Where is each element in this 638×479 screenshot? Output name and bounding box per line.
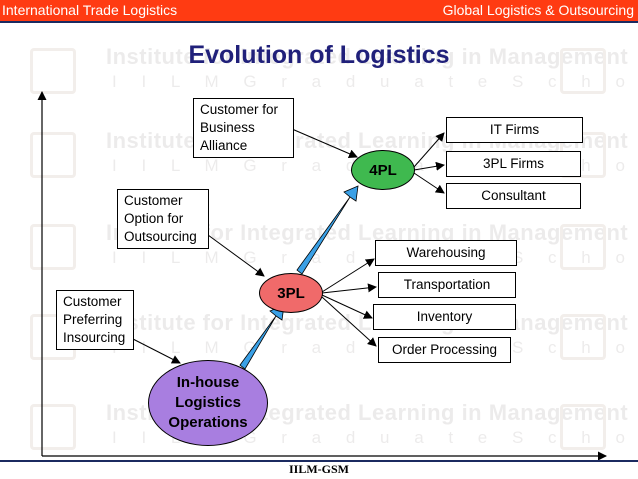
- driver-text-line: Customer: [63, 294, 122, 309]
- stage-inhouse-line: Logistics: [175, 394, 241, 411]
- progression-arrow: [239, 304, 285, 370]
- service-transportation-box: Transportation: [378, 272, 516, 298]
- service-label: Inventory: [416, 309, 473, 324]
- service-label: Order Processing: [391, 342, 498, 357]
- connector-3pl-service: [321, 258, 375, 293]
- header-left-title: International Trade Logistics: [2, 2, 178, 18]
- connector-4pl-service: [413, 172, 445, 194]
- driver-text-line: Customer for: [200, 102, 279, 117]
- service-label: Warehousing: [406, 245, 486, 260]
- slide-title: Evolution of Logistics: [188, 41, 450, 69]
- service-it-firms-box: IT Firms: [446, 117, 583, 143]
- driver-text-line: Preferring: [63, 312, 123, 327]
- stage-4pl-label: 4PL: [369, 161, 397, 179]
- driver-insourcing-box: Customer Preferring Insourcing: [56, 290, 134, 350]
- stage-3pl-label: 3PL: [277, 284, 305, 302]
- connector-insourcing: [132, 338, 181, 364]
- connector-3pl-service: [321, 294, 373, 319]
- service-label: Consultant: [481, 188, 546, 203]
- stage-inhouse-line: In-house: [176, 374, 240, 391]
- footer-rule: [0, 460, 638, 462]
- connector-3pl-service: [321, 296, 377, 347]
- connector-3pl-service: [321, 283, 377, 294]
- connector-outsourcing: [207, 234, 265, 277]
- driver-text-line: Alliance: [200, 138, 248, 153]
- progression-arrow: [296, 185, 359, 275]
- service-warehousing-box: Warehousing: [375, 240, 517, 266]
- service-consultant-box: Consultant: [446, 183, 581, 209]
- service-label: IT Firms: [489, 122, 540, 137]
- header-right-title: Global Logistics & Outsourcing: [442, 2, 634, 18]
- service-label: Transportation: [403, 277, 491, 292]
- stage-4pl-ellipse: 4PL: [351, 150, 415, 190]
- driver-alliance-box: Customer for Business Alliance: [193, 98, 294, 158]
- connector-4pl-service: [413, 161, 445, 171]
- service-order-processing-box: Order Processing: [378, 337, 511, 363]
- driver-text-line: Insourcing: [63, 330, 126, 345]
- stage-3pl-ellipse: 3PL: [259, 273, 323, 313]
- driver-outsourcing-box: Customer Option for Outsourcing: [117, 189, 209, 249]
- footer-label: IILM-GSM: [289, 462, 349, 476]
- stage-inhouse-line: Operations: [168, 414, 248, 431]
- service-inventory-box: Inventory: [373, 304, 516, 330]
- connector-4pl-service: [413, 132, 445, 168]
- header-bar: International Trade Logistics Global Log…: [0, 0, 638, 21]
- driver-text-line: Customer: [124, 193, 183, 208]
- driver-text-line: Option for: [124, 211, 184, 226]
- service-3pl-firms-box: 3PL Firms: [446, 151, 581, 177]
- connector-alliance: [291, 128, 358, 158]
- driver-text-line: Outsourcing: [124, 229, 197, 244]
- service-label: 3PL Firms: [482, 156, 544, 171]
- stage-inhouse-ellipse: In-house Logistics Operations: [148, 360, 268, 446]
- driver-text-line: Business: [200, 120, 255, 135]
- header-rule: [0, 21, 638, 23]
